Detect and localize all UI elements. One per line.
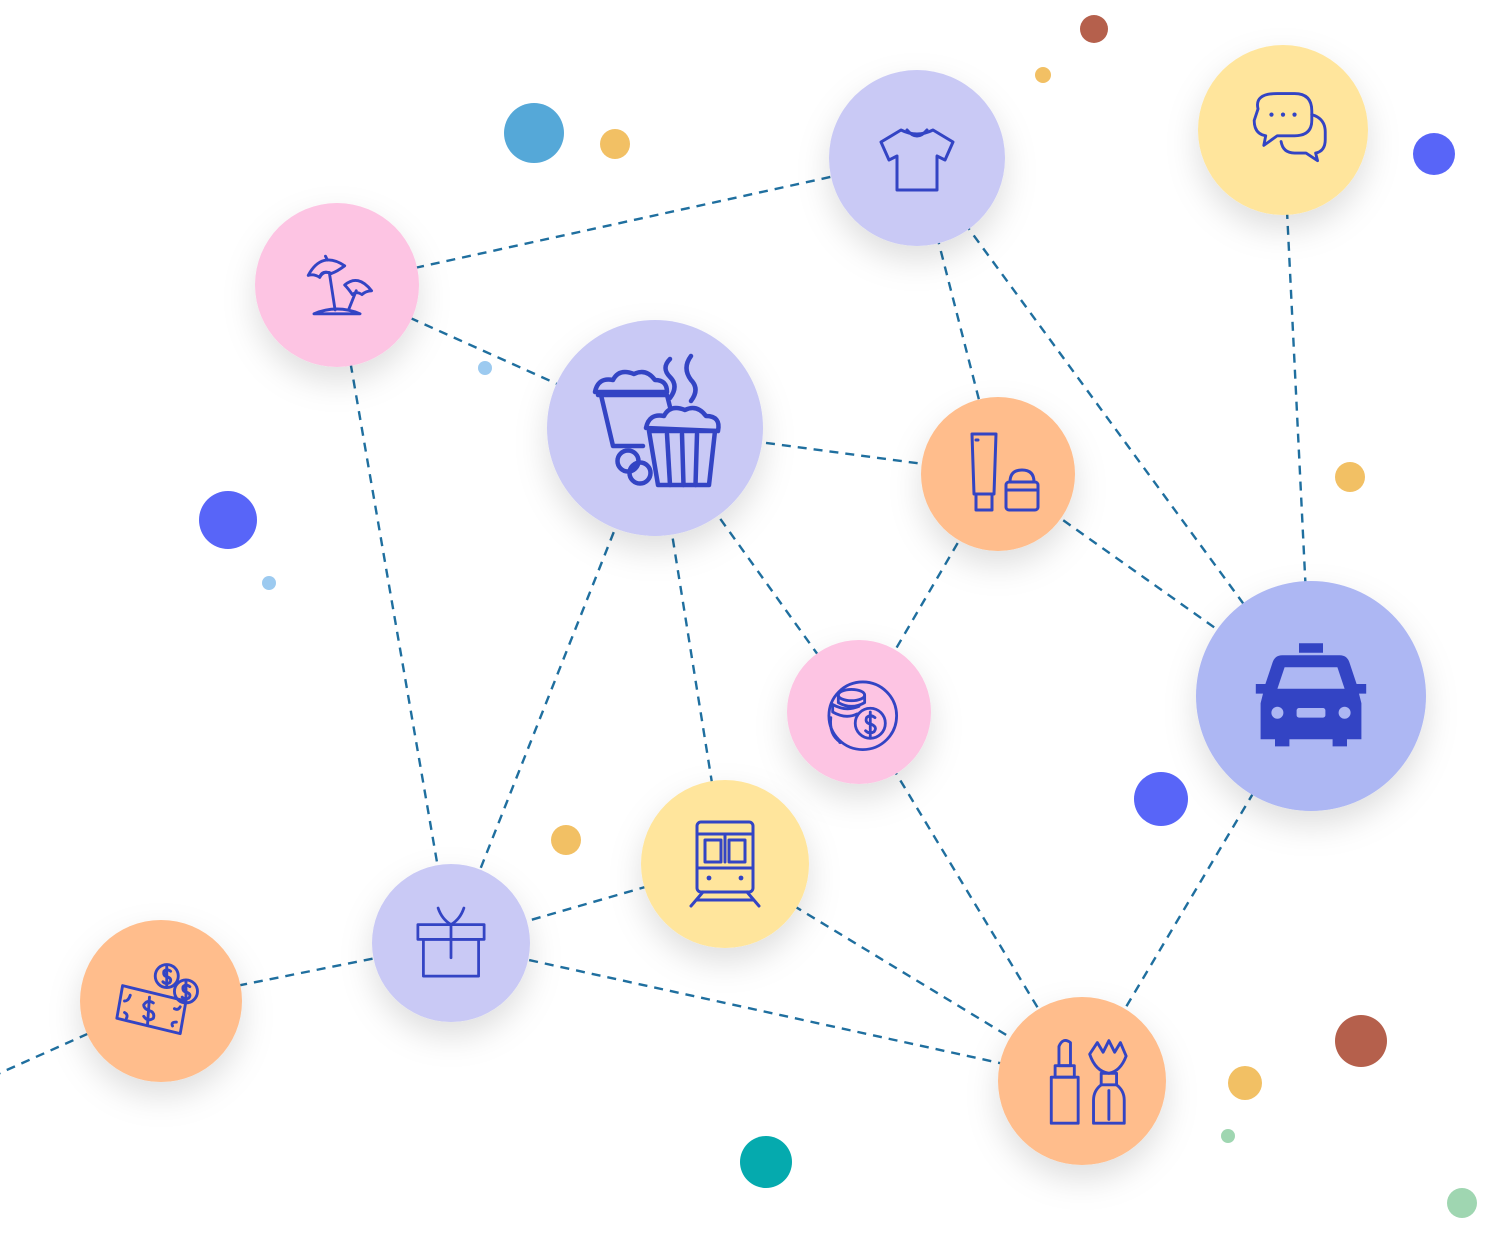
connection-line-food-gift [449, 427, 657, 944]
decorative-dot [600, 129, 630, 159]
node-clothing [829, 70, 1005, 246]
node-circle [1198, 45, 1368, 215]
node-train [641, 780, 809, 948]
connection-line-beach-gift [335, 284, 453, 944]
node-gift [372, 864, 530, 1022]
decorative-dot [1228, 1066, 1262, 1100]
node-food [547, 320, 763, 536]
connection-line-gift-makeup [450, 941, 1083, 1083]
decorative-dot [1080, 15, 1108, 43]
node-cosmetics [921, 397, 1075, 551]
node-circle [80, 920, 242, 1082]
node-makeup [998, 997, 1166, 1165]
decorative-dot [504, 103, 564, 163]
node-cash [80, 920, 242, 1082]
decorative-dot [1335, 1015, 1387, 1067]
decorative-dot [199, 491, 257, 549]
node-circle [829, 70, 1005, 246]
decorative-dot [1447, 1188, 1477, 1218]
decorative-dot [1035, 67, 1051, 83]
node-coins [787, 640, 931, 784]
node-beach [255, 203, 419, 367]
connection-line-beach-clothing [336, 156, 918, 287]
decorative-dot [478, 361, 492, 375]
decorative-dot [262, 576, 276, 590]
category-nodes [80, 45, 1426, 1165]
node-circle [641, 780, 809, 948]
node-circle [255, 203, 419, 367]
node-circle [998, 997, 1166, 1165]
node-taxi [1196, 581, 1426, 811]
decorative-dot [1335, 462, 1365, 492]
decorative-dot [740, 1136, 792, 1188]
node-circle [921, 397, 1075, 551]
decorative-dots [199, 15, 1477, 1218]
decorative-dot [551, 825, 581, 855]
decorative-dot [1413, 133, 1455, 175]
decorative-dot [1134, 772, 1188, 826]
decorative-dot [1221, 1129, 1235, 1143]
node-chat [1198, 45, 1368, 215]
